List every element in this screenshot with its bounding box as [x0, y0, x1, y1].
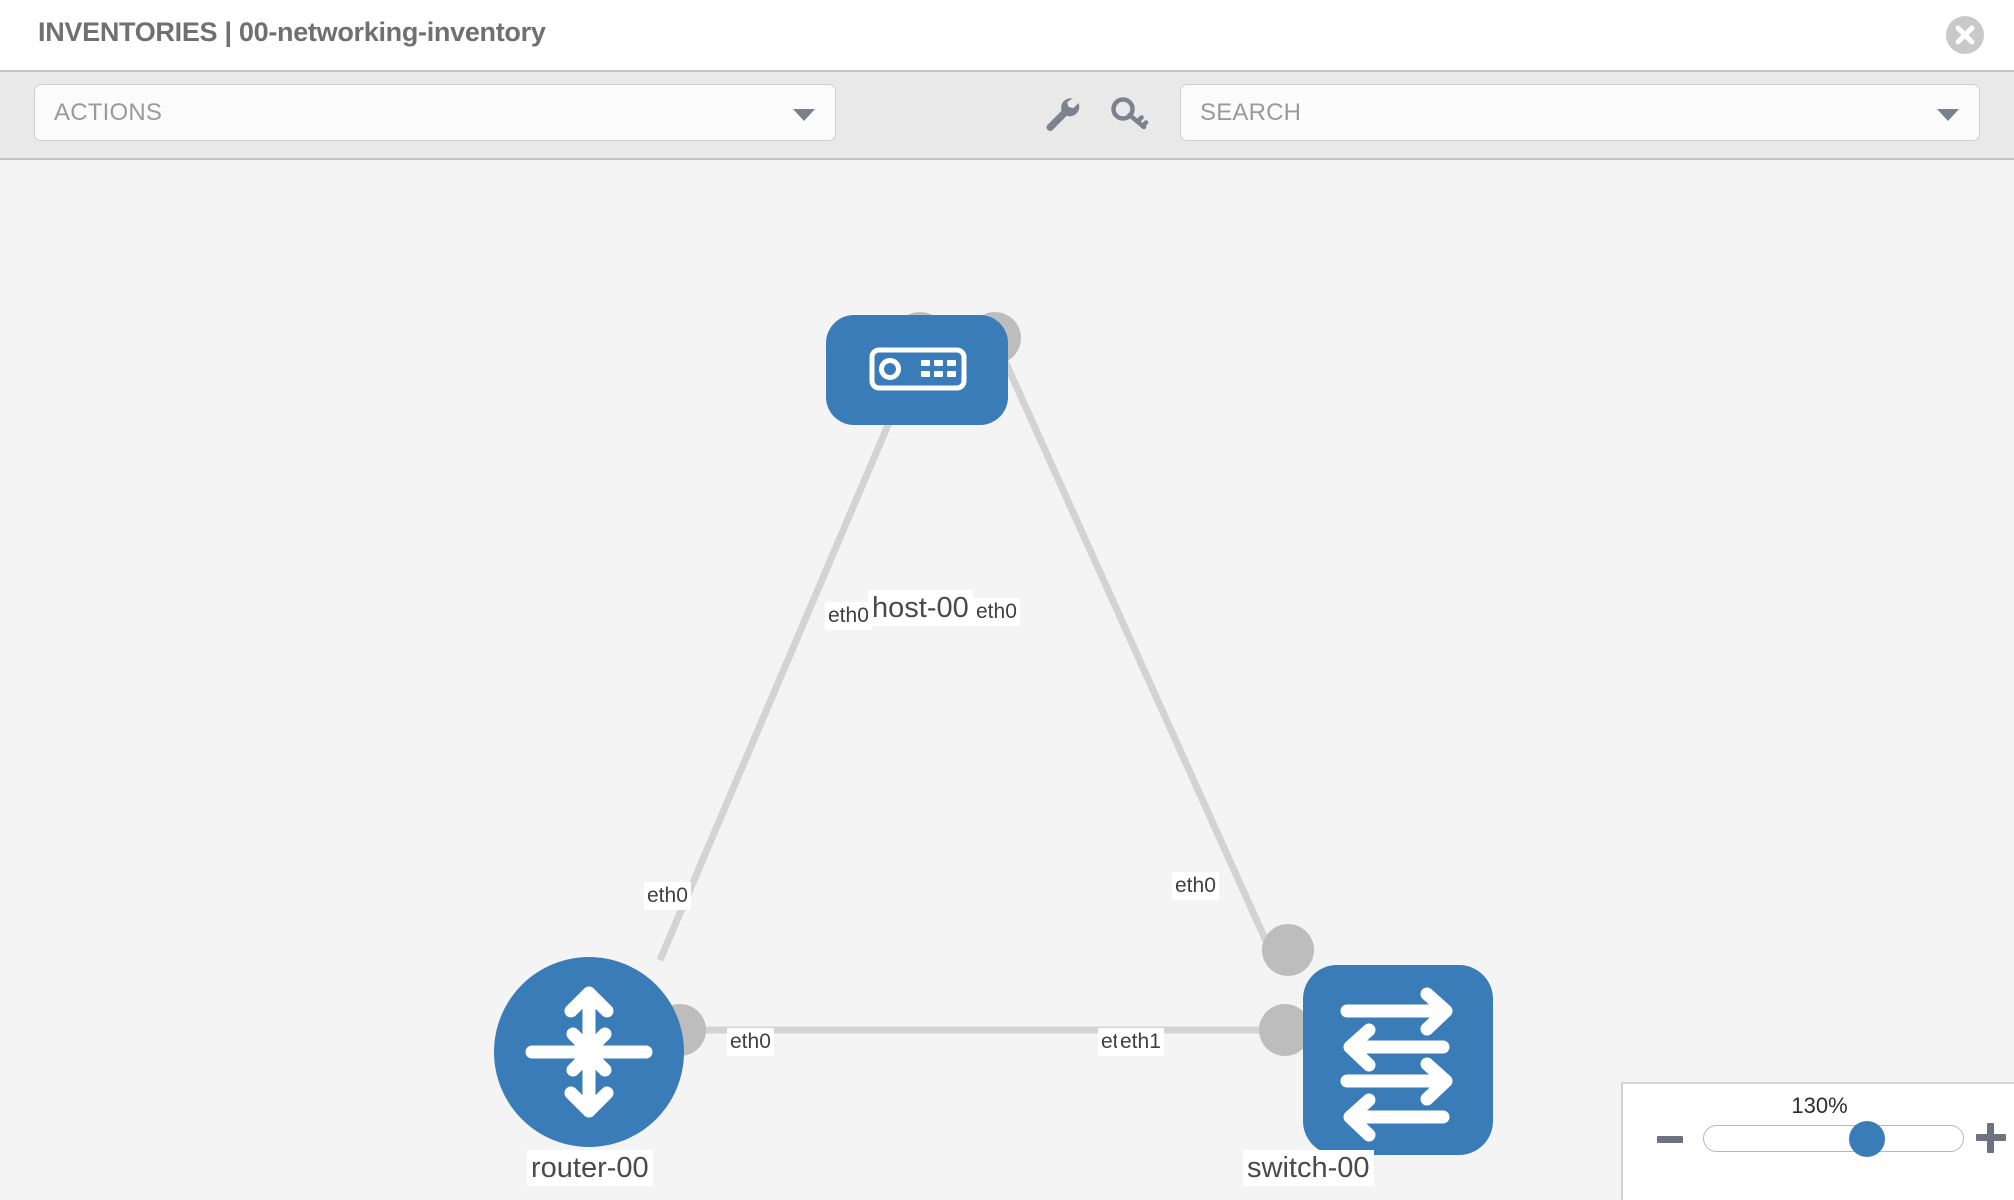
router-arrows-icon [525, 986, 653, 1118]
wrench-icon[interactable] [1040, 92, 1084, 136]
node-label-host: host-00 [868, 590, 973, 626]
zoom-out-button[interactable] [1657, 1136, 1683, 1143]
switch-arrows-icon [1340, 987, 1453, 1142]
server-icon [869, 347, 967, 391]
key-icon[interactable] [1108, 92, 1152, 136]
zoom-slider-handle[interactable] [1849, 1121, 1885, 1157]
topology-canvas[interactable]: eth0 eth0 eth0 eth0 eth0 eth0 eth1 host-… [0, 160, 2014, 1200]
chevron-down-icon[interactable] [1937, 109, 1959, 121]
actions-dropdown[interactable]: ACTIONS [34, 84, 836, 141]
interface-label: eth0 [1172, 872, 1219, 900]
edge-host-router [656, 348, 924, 962]
interface-label: eth0 [973, 598, 1020, 626]
interface-label: eth1 [1117, 1028, 1164, 1056]
zoom-in-button[interactable] [1976, 1123, 2006, 1153]
topology-edges [656, 348, 1274, 1034]
page-title: INVENTORIES | 00-networking-inventory [38, 17, 546, 47]
node-host-00 [826, 315, 1008, 425]
actions-dropdown-label: ACTIONS [54, 99, 163, 126]
zoom-slider[interactable] [1703, 1121, 1964, 1157]
knob-switch-north [1262, 924, 1314, 976]
interface-label: eth0 [644, 882, 691, 910]
node-switch-00 [1303, 965, 1493, 1155]
node-label-router: router-00 [527, 1150, 653, 1186]
chevron-down-icon [793, 109, 815, 121]
interface-label: eth0 [825, 602, 872, 630]
node-router-00 [494, 957, 684, 1147]
search-input[interactable]: SEARCH [1180, 84, 1980, 141]
knob-switch-west [1259, 1004, 1311, 1056]
node-label-switch: switch-00 [1243, 1150, 1374, 1186]
edge-host-switch [996, 348, 1274, 952]
interface-label: eth0 [727, 1028, 774, 1056]
zoom-level-value: 130% [1791, 1093, 1848, 1118]
search-placeholder: SEARCH [1200, 99, 1302, 126]
page-header: INVENTORIES | 00-networking-inventory [0, 0, 2014, 70]
zoom-control-panel: 130% [1621, 1082, 2014, 1200]
topology-graph [494, 312, 1493, 1155]
close-icon[interactable] [1946, 16, 1984, 54]
